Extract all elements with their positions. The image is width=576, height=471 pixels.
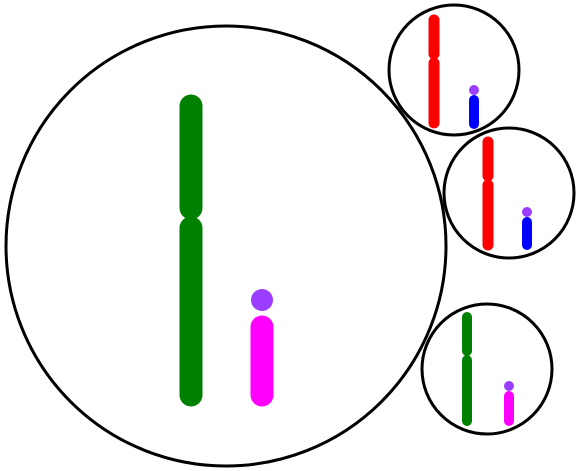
- daughter-cell-2-membrane: [442, 126, 576, 260]
- daughter-cell-2-centromere: [522, 207, 532, 217]
- daughter-cell-3-short-chromosome: [504, 381, 514, 426]
- parent-cell: [4, 24, 448, 468]
- daughter-cell-1-membrane: [387, 3, 521, 137]
- daughter-cell-2: [442, 126, 576, 260]
- daughter-cell-3-centromere: [504, 381, 514, 391]
- daughter-cell-1: [387, 3, 521, 137]
- parent-short-chromosome-centromere: [251, 289, 273, 311]
- daughter-cell-1-short-chromosome: [469, 85, 479, 129]
- daughter-cell-2-short-chromosome: [522, 207, 532, 250]
- parent-short-chromosome: [250, 289, 274, 407]
- daughter-cell-3-membrane: [420, 302, 554, 436]
- parent-cell-membrane: [4, 24, 448, 468]
- daughter-cell-1-centromere: [469, 85, 479, 95]
- daughter-cell-3: [420, 302, 554, 436]
